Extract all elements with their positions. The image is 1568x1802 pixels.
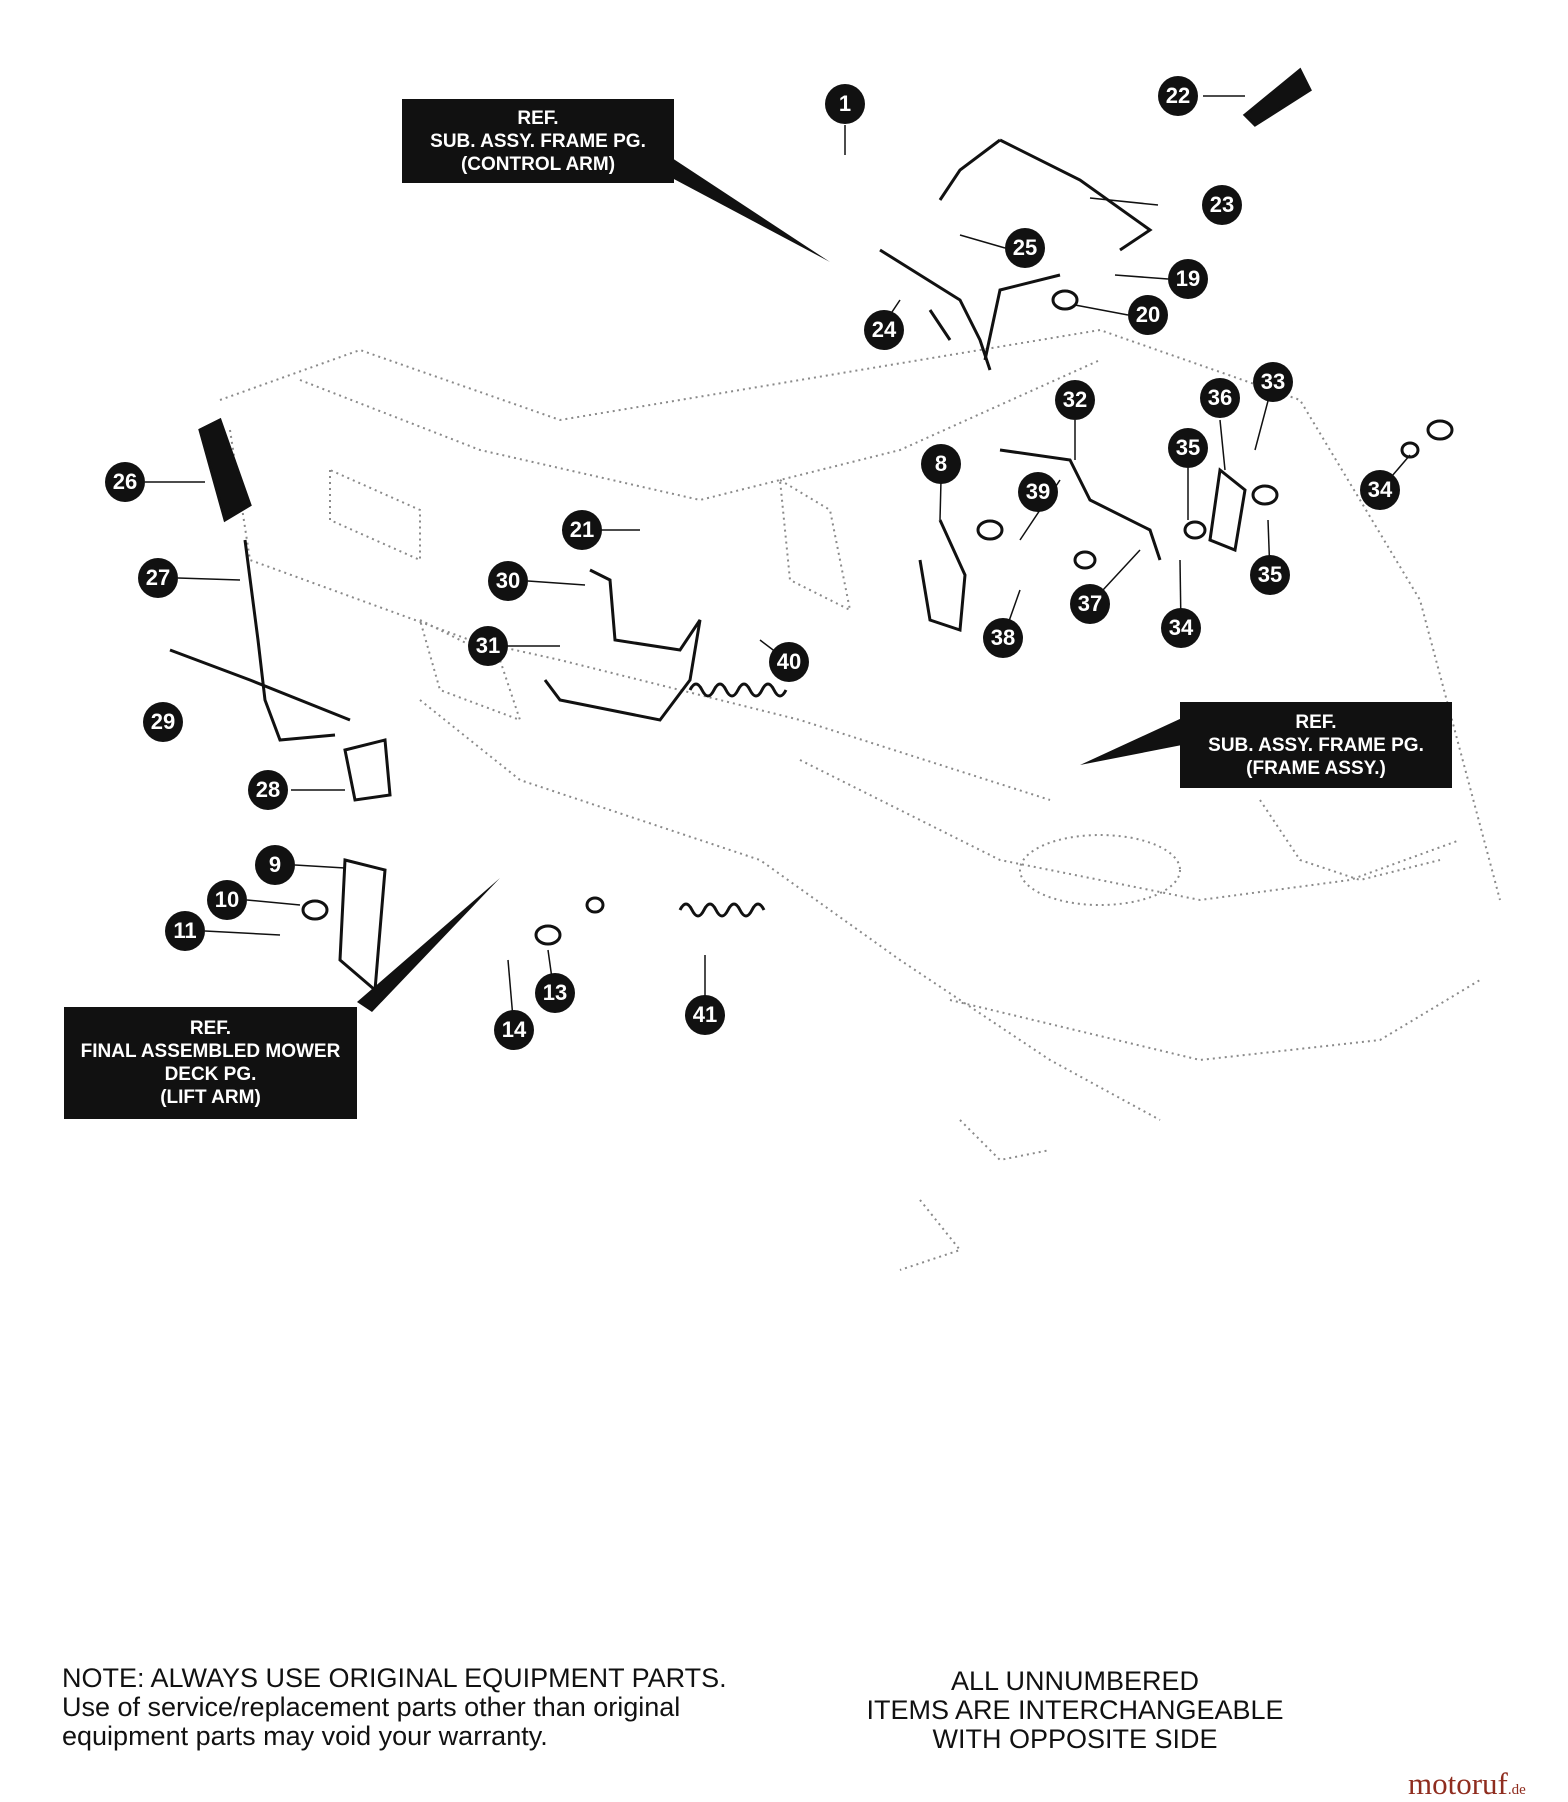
ref-box-control-arm: REF. SUB. ASSY. FRAME PG. (CONTROL ARM) <box>402 99 674 183</box>
ref-line: FINAL ASSEMBLED MOWER <box>80 1041 341 1062</box>
callout-35-upper: 35 <box>1168 428 1208 468</box>
watermark-main: motoruf <box>1408 1766 1508 1801</box>
callout-19: 19 <box>1168 259 1208 299</box>
callout-35-lower: 35 <box>1250 555 1290 595</box>
ref-line: DECK PG. <box>164 1064 257 1085</box>
note-line: ALL UNNUMBERED <box>950 1666 1200 1696</box>
callout-41: 41 <box>685 995 725 1035</box>
callout-8: 8 <box>921 444 961 484</box>
callout-26: 26 <box>105 462 145 502</box>
ref-box-frame-assy: REF. SUB. ASSY. FRAME PG. (FRAME ASSY.) <box>1180 702 1452 788</box>
callout-32: 32 <box>1055 380 1095 420</box>
linkage-parts <box>169 67 1454 994</box>
callout-37: 37 <box>1070 584 1110 624</box>
callout-11: 11 <box>165 911 205 951</box>
callout-1: 1 <box>825 84 865 124</box>
watermark-tld: .de <box>1507 1782 1526 1798</box>
callout-25: 25 <box>1005 228 1045 268</box>
callout-34-right: 34 <box>1360 470 1400 510</box>
note-line: WITH OPPOSITE SIDE <box>932 1724 1218 1754</box>
ref-line: (FRAME ASSY.) <box>1246 757 1386 779</box>
callout-28: 28 <box>248 770 288 810</box>
callout-20: 20 <box>1128 295 1168 335</box>
callout-39: 39 <box>1018 472 1058 512</box>
frame-outline <box>219 328 1501 1271</box>
callout-27: 27 <box>138 558 178 598</box>
ref-line: REF. <box>1295 711 1337 733</box>
note-line: equipment parts may void your warranty. <box>62 1721 548 1751</box>
ref-line: SUB. ASSY. FRAME PG. <box>430 130 646 152</box>
warranty-note: NOTE: ALWAYS USE ORIGINAL EQUIPMENT PART… <box>62 1664 727 1751</box>
ref-line: SUB. ASSY. FRAME PG. <box>1208 734 1424 756</box>
ref-box-lift-arm: REF. FINAL ASSEMBLED MOWER DECK PG. (LIF… <box>64 1007 357 1119</box>
note-line: Use of service/replacement parts other t… <box>62 1692 681 1722</box>
callout-30: 30 <box>488 561 528 601</box>
callout-23: 23 <box>1202 185 1242 225</box>
callout-34-lower: 34 <box>1161 608 1201 648</box>
note-line: NOTE: ALWAYS USE ORIGINAL EQUIPMENT PART… <box>62 1663 727 1693</box>
callout-9: 9 <box>255 845 295 885</box>
callout-22: 22 <box>1158 76 1198 116</box>
callout-14: 14 <box>494 1010 534 1050</box>
callout-40: 40 <box>769 642 809 682</box>
ref-box-pointers <box>357 158 1182 1012</box>
callout-33: 33 <box>1253 362 1293 402</box>
callout-13: 13 <box>535 973 575 1013</box>
callout-31: 31 <box>468 626 508 666</box>
callout-38: 38 <box>983 618 1023 658</box>
callout-29: 29 <box>143 702 183 742</box>
callout-10: 10 <box>207 880 247 920</box>
watermark-logo: motoruf.de <box>1408 1766 1526 1802</box>
ref-line: (CONTROL ARM) <box>460 153 616 175</box>
note-line: ITEMS ARE INTERCHANGEABLE <box>866 1695 1284 1725</box>
ref-line: (LIFT ARM) <box>160 1087 261 1108</box>
ref-line: REF. <box>517 107 559 129</box>
callout-36: 36 <box>1200 378 1240 418</box>
callout-21: 21 <box>562 510 602 550</box>
leader-lines <box>145 95 1411 1031</box>
callout-24: 24 <box>864 310 904 350</box>
interchangeable-note: ALL UNNUMBERED ITEMS ARE INTERCHANGEABLE… <box>860 1667 1290 1754</box>
ref-line: REF. <box>189 1018 232 1039</box>
